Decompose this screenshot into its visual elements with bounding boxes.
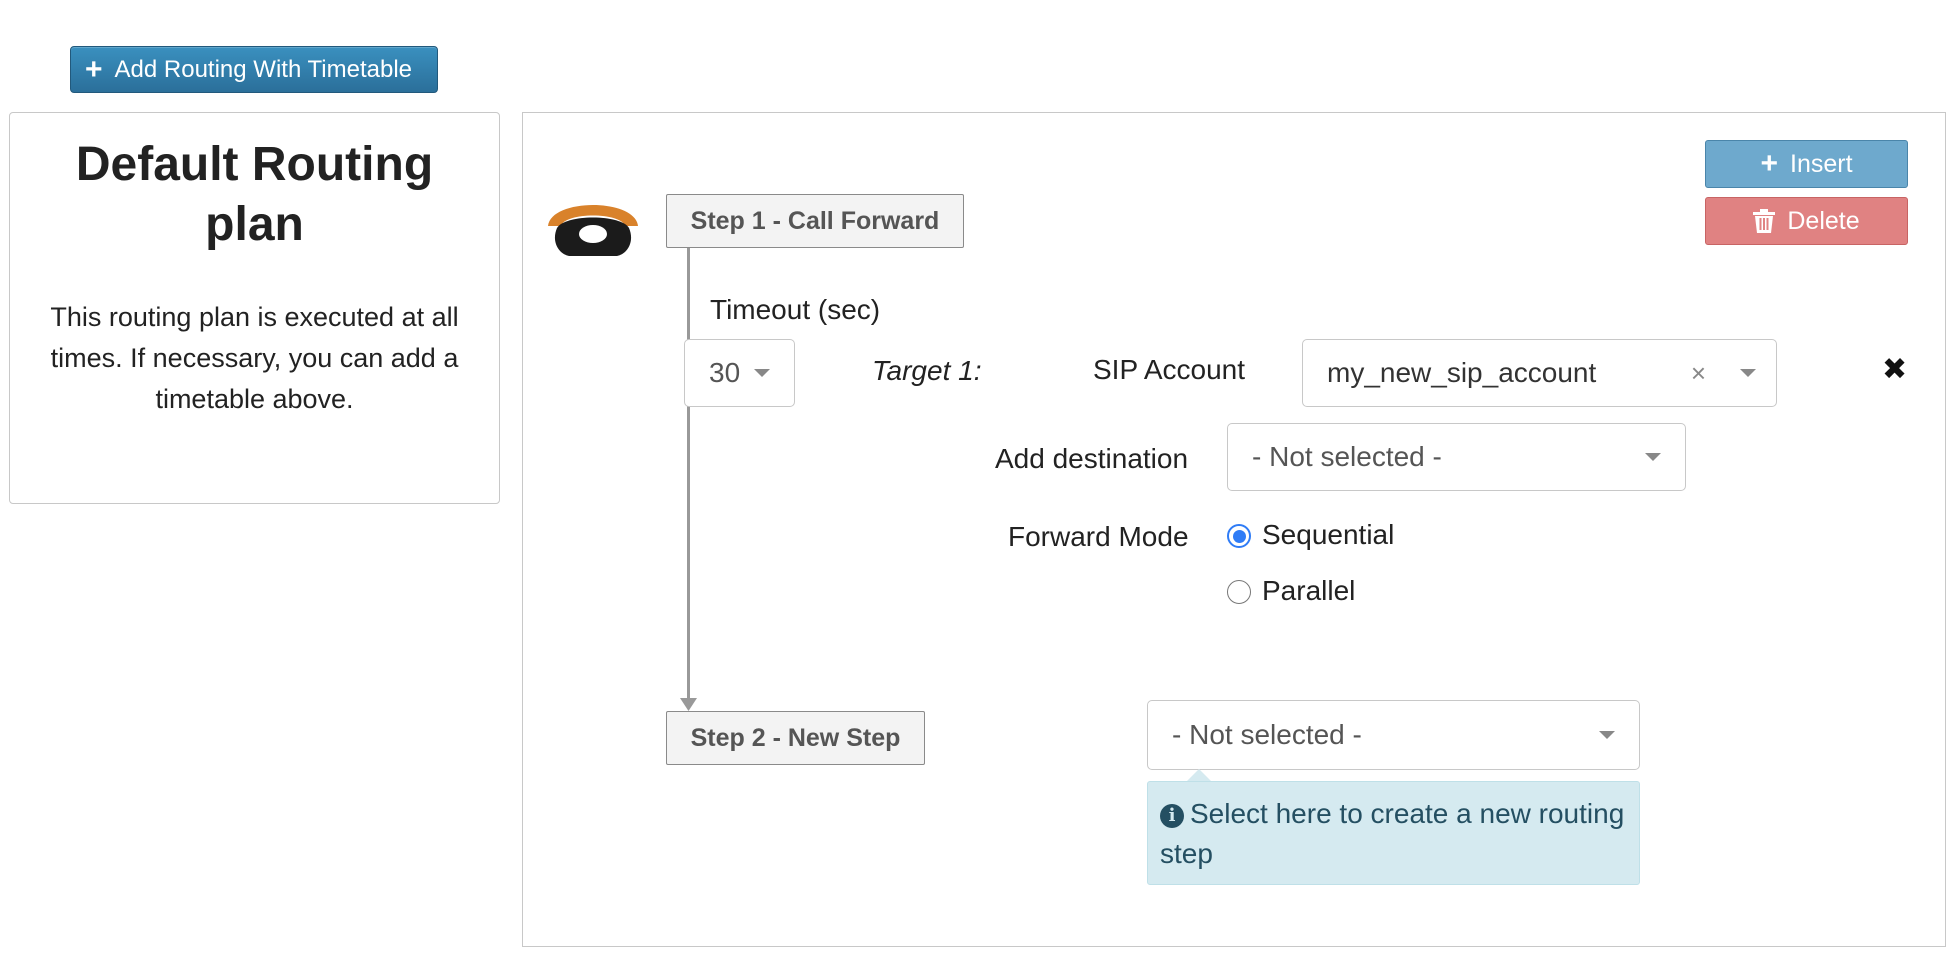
add-destination-select[interactable]: - Not selected - [1227,423,1686,491]
insert-button[interactable]: + Insert [1705,140,1908,188]
sip-account-select[interactable]: my_new_sip_account × [1302,339,1777,407]
plus-icon: + [1760,147,1778,180]
info-icon: i [1160,804,1184,828]
close-icon[interactable]: ✖ [1882,353,1908,386]
add-destination-value: - Not selected - [1252,441,1442,472]
trash-icon [1753,209,1776,233]
connector-arrow-icon [680,698,697,711]
timeout-select[interactable]: 30 [684,339,795,407]
tooltip-arrow [1186,769,1212,782]
timeout-value: 30 [709,357,741,388]
new-step-hint-text: Select here to create a new routing step [1160,798,1625,869]
phone-icon [548,205,638,256]
target-1-label: Target 1: [872,355,982,386]
chevron-down-icon [1740,369,1756,377]
delete-button[interactable]: Delete [1705,197,1908,245]
add-destination-label: Add destination [995,443,1189,474]
chevron-down-icon [1645,453,1661,461]
forward-mode-label: Forward Mode [1008,521,1189,552]
delete-label: Delete [1787,206,1860,235]
new-step-select[interactable]: - Not selected - [1147,700,1640,770]
step-connector-line [687,248,690,702]
default-plan-title: Default Routing plan [75,138,434,251]
default-plan-description: This routing plan is executed at all tim… [50,302,459,414]
add-routing-timetable-button[interactable]: + Add Routing With Timetable [70,46,438,93]
chevron-down-icon [754,369,770,377]
forward-mode-parallel-radio[interactable] [1227,580,1251,604]
chevron-down-icon [1599,731,1615,739]
timeout-label: Timeout (sec) [710,294,881,325]
sequential-label[interactable]: Sequential [1262,519,1395,550]
add-routing-timetable-label: Add Routing With Timetable [114,55,413,83]
sip-account-value: my_new_sip_account [1327,357,1597,388]
default-plan-panel: Default Routing plan This routing plan i… [9,112,500,504]
target-type-label: SIP Account [1093,354,1246,385]
new-step-value: - Not selected - [1172,719,1362,750]
insert-label: Insert [1790,149,1853,178]
forward-mode-sequential-radio[interactable] [1227,524,1251,548]
step-2-box[interactable]: Step 2 - New Step [666,711,925,765]
step-1-box[interactable]: Step 1 - Call Forward [666,194,964,248]
clear-icon[interactable]: × [1690,358,1706,388]
parallel-label[interactable]: Parallel [1262,575,1356,606]
plus-icon: + [85,52,103,86]
